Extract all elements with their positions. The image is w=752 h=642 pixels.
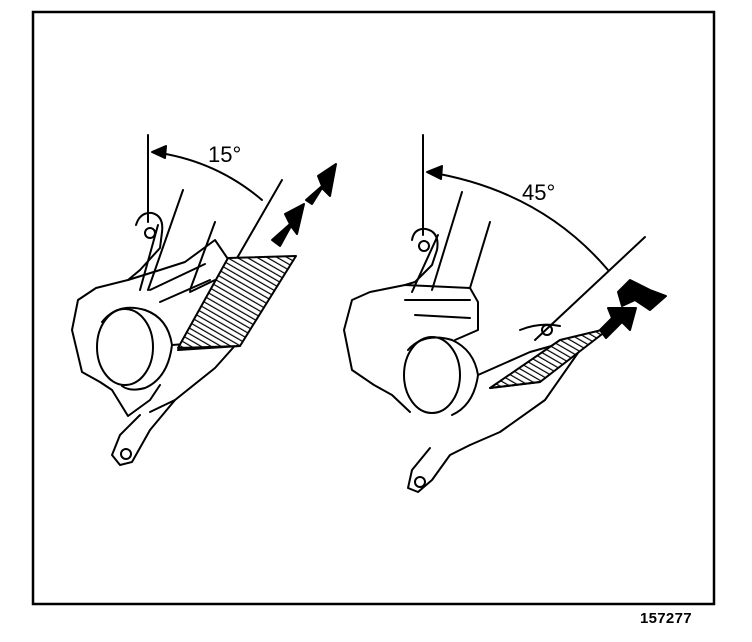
right-ear-hole <box>418 240 430 252</box>
right-bracket-hole <box>414 476 426 488</box>
left-pull-arrow-large <box>305 163 337 205</box>
left-spool-end <box>96 308 154 386</box>
right-spool-end <box>403 336 461 414</box>
left-lower-bracket <box>111 399 176 466</box>
figure-border <box>31 10 716 606</box>
right-frame-plate <box>343 281 416 413</box>
left-angle-arc <box>152 151 263 201</box>
right-belt-line <box>534 236 646 341</box>
right-pull-arrow-small <box>599 307 637 339</box>
right-lower-bracket <box>407 444 471 493</box>
left-frame-plate <box>71 269 161 417</box>
right-webbing <box>489 327 611 389</box>
right-angle-label: 45° <box>522 180 555 205</box>
left-mounting-ear <box>135 211 164 271</box>
left-ear-hole <box>144 227 156 239</box>
left-arc-arrowhead <box>151 145 167 159</box>
right-mounting-ear <box>411 227 439 283</box>
left-pull-arrow-small <box>271 203 305 247</box>
right-arc-arrowhead <box>426 165 443 180</box>
right-angle-arc <box>427 171 609 271</box>
right-retractor-view <box>343 134 667 493</box>
left-retractor-view <box>71 134 337 466</box>
left-angle-label: 15° <box>208 142 241 167</box>
figure-reference-number: 157277 <box>640 610 692 627</box>
left-webbing <box>177 255 297 349</box>
left-bracket-hole <box>120 448 132 460</box>
right-pull-arrow-large <box>617 279 667 311</box>
